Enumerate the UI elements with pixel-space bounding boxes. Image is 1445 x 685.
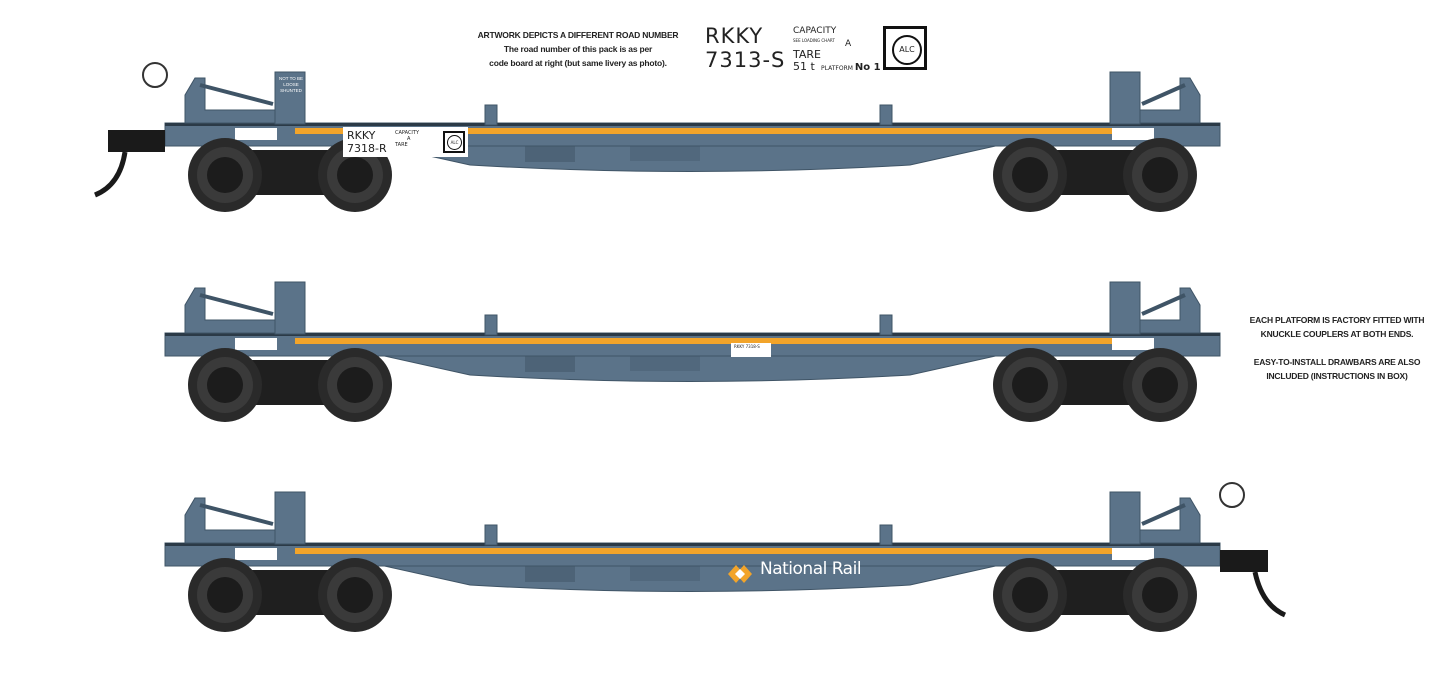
wagon-1 <box>93 62 1221 212</box>
data-panel <box>235 338 277 350</box>
data-panel <box>1112 128 1154 140</box>
wheel-axle <box>337 577 373 613</box>
brake-gear <box>630 355 700 371</box>
brace-arm <box>199 83 274 106</box>
wheel-axle <box>1012 367 1048 403</box>
bogie-frame <box>245 360 335 405</box>
stanchion <box>879 524 893 546</box>
coupler <box>108 130 165 152</box>
deck-edge <box>165 543 1220 546</box>
brace-arm <box>1141 293 1186 316</box>
artwork-heading: ARTWORK DEPICTS A DIFFERENT ROAD NUMBER <box>477 30 679 40</box>
brace-arm <box>199 293 274 316</box>
end-frame <box>1139 497 1201 544</box>
end-bulkhead <box>274 71 306 125</box>
end-frame <box>184 497 276 544</box>
end-frame <box>184 77 276 124</box>
end-frame <box>1139 287 1201 334</box>
wheel-axle <box>207 157 243 193</box>
bogie-frame <box>1050 360 1140 405</box>
data-panel <box>235 548 277 560</box>
brace-arm <box>1141 503 1186 526</box>
deck-edge <box>165 333 1220 336</box>
national-rail-logo-icon <box>728 565 752 583</box>
end-bulkhead <box>274 491 306 545</box>
deck <box>164 122 1221 147</box>
artwork-note: ARTWORK DEPICTS A DIFFERENT ROAD NUMBER … <box>458 28 698 70</box>
orange-stripe <box>295 338 1115 344</box>
end-bulkhead <box>1109 491 1141 545</box>
wheel-axle <box>1142 367 1178 403</box>
artwork-line: code board at right (but same livery as … <box>489 58 667 68</box>
platform-no: PLATFORM No 1 <box>821 62 881 73</box>
stanchion <box>484 524 498 546</box>
bogie-frame <box>245 570 335 615</box>
end-bulkhead <box>1109 71 1141 125</box>
deck <box>164 542 1221 567</box>
wheel-axle <box>1142 157 1178 193</box>
end-bulkhead <box>1109 281 1141 335</box>
capacity-letter: A <box>845 39 852 49</box>
handbrake-wheel <box>142 62 168 88</box>
wheel-axle <box>207 577 243 613</box>
brake-gear <box>630 565 700 581</box>
stanchion <box>484 314 498 336</box>
wheel-axle <box>1012 157 1048 193</box>
brace-arm <box>199 503 274 526</box>
coupler <box>1220 550 1268 572</box>
middle-code-board: RKKY 7318-S <box>731 343 771 357</box>
alc-badge: ALC <box>883 26 927 70</box>
shunt-sign: NOT TO BE LOOSE SHUNTED <box>278 76 303 93</box>
wheel-axle <box>207 367 243 403</box>
wagon-3 <box>164 482 1287 632</box>
wheel-axle <box>1012 577 1048 613</box>
wheel-axle <box>337 157 373 193</box>
wagon-2 <box>164 281 1221 422</box>
shunt-sign: NOT TO BE LOOSE SHUNTED <box>1079 491 1104 508</box>
alc-badge: ALC <box>443 131 465 153</box>
air-hose <box>93 151 128 198</box>
orange-stripe <box>295 128 1115 134</box>
national-rail-logo-text: National Rail <box>760 559 862 579</box>
orange-stripe <box>295 548 1115 554</box>
handbrake-wheel <box>1219 482 1245 508</box>
loading-note: SEE LOADING CHART <box>793 38 835 43</box>
bogie-frame <box>245 150 335 195</box>
bogie-frame <box>1050 570 1140 615</box>
stanchion <box>879 314 893 336</box>
brace-arm <box>1141 83 1186 106</box>
deck <box>164 332 1221 357</box>
end-frame <box>1139 77 1201 124</box>
stanchion <box>484 104 498 126</box>
wheel-axle <box>1142 577 1178 613</box>
bogie-frame <box>1050 150 1140 195</box>
end-bulkhead <box>274 281 306 335</box>
coupler-note: EACH PLATFORM IS FACTORY FITTED WITH KNU… <box>1249 315 1425 381</box>
brake-gear <box>630 145 700 161</box>
data-panel <box>1112 338 1154 350</box>
air-hose <box>1252 571 1287 618</box>
data-panel <box>235 128 277 140</box>
stanchion <box>879 104 893 126</box>
artwork-line: The road number of this pack is as per <box>503 44 653 54</box>
data-panel <box>1112 548 1154 560</box>
wheel-axle <box>337 367 373 403</box>
deck-edge <box>165 123 1220 126</box>
capacity-label: CAPACITY <box>793 26 837 36</box>
end-frame <box>184 287 276 334</box>
